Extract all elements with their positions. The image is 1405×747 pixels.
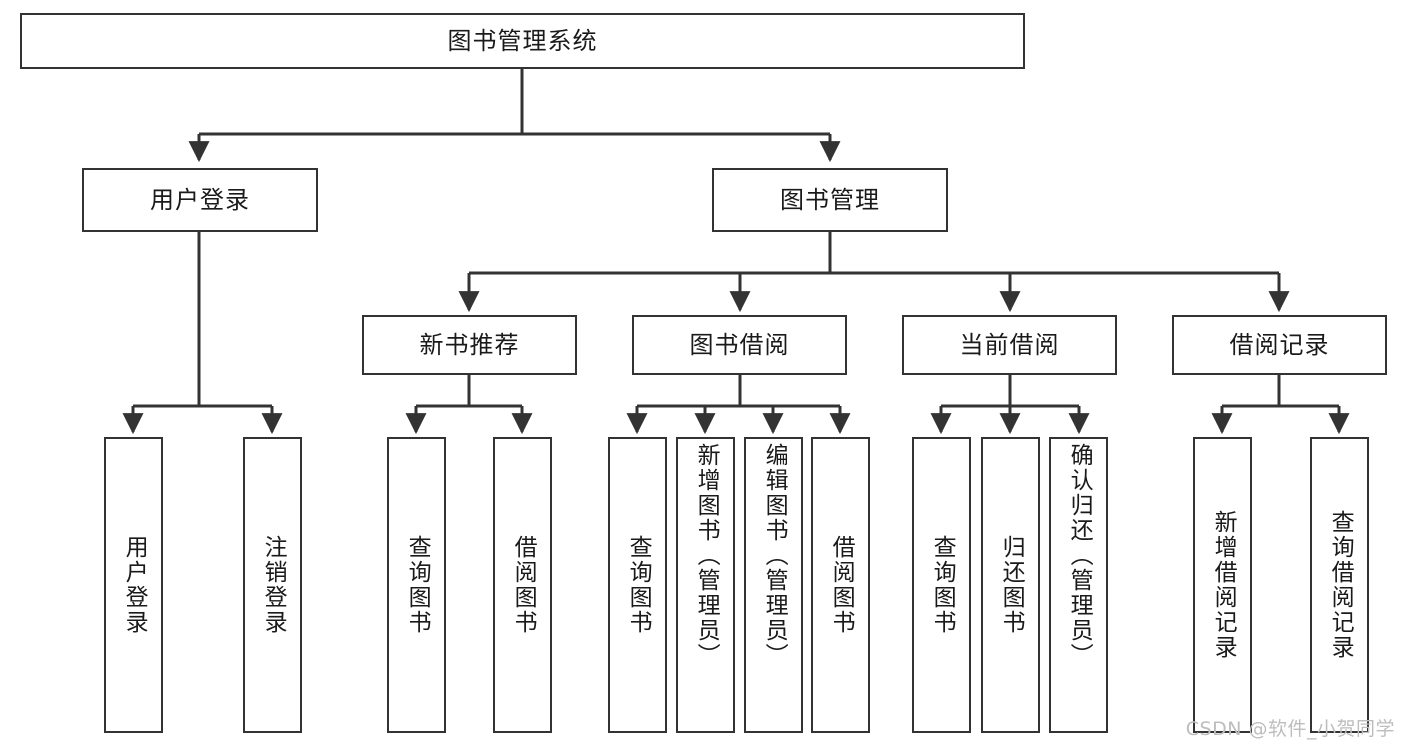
leaf-label: 借阅图书 xyxy=(828,535,855,635)
node-book-management-label: 图书管理 xyxy=(780,185,880,214)
leaf-user-login-login[interactable]: 用户登录 xyxy=(104,437,163,733)
node-root-label: 图书管理系统 xyxy=(447,26,598,55)
node-root[interactable]: 图书管理系统 xyxy=(20,13,1025,69)
leaf-current-borrow-confirm-return-admin[interactable]: 确认归还（管理员） xyxy=(1049,437,1108,733)
node-borrow-record[interactable]: 借阅记录 xyxy=(1172,315,1387,375)
node-user-login-label: 用户登录 xyxy=(150,185,250,214)
leaf-book-borrow-edit-book-admin[interactable]: 编辑图书（管理员） xyxy=(744,437,803,733)
leaf-book-borrow-add-book-admin[interactable]: 新增图书（管理员） xyxy=(676,437,735,733)
node-book-borrow-label: 图书借阅 xyxy=(689,330,790,359)
leaf-label: 新增图书（管理员） xyxy=(693,443,720,668)
leaf-label: 查询图书 xyxy=(625,535,652,635)
leaf-label: 借阅图书 xyxy=(510,535,537,635)
leaf-label: 用户登录 xyxy=(121,535,148,635)
node-book-management[interactable]: 图书管理 xyxy=(712,168,948,232)
node-current-borrow-label: 当前借阅 xyxy=(959,330,1060,359)
leaf-label: 归还图书 xyxy=(998,535,1025,635)
node-current-borrow[interactable]: 当前借阅 xyxy=(902,315,1117,375)
leaf-book-borrow-query-book[interactable]: 查询图书 xyxy=(608,437,667,733)
leaf-current-borrow-return-book[interactable]: 归还图书 xyxy=(981,437,1040,733)
node-new-book-recommend-label: 新书推荐 xyxy=(419,330,520,359)
leaf-label: 查询图书 xyxy=(929,535,956,635)
node-book-borrow[interactable]: 图书借阅 xyxy=(632,315,847,375)
leaf-label: 查询图书 xyxy=(404,535,431,635)
node-borrow-record-label: 借阅记录 xyxy=(1229,330,1330,359)
leaf-label: 确认归还（管理员） xyxy=(1066,443,1093,668)
leaf-label: 新增借阅记录 xyxy=(1210,510,1237,660)
leaf-new-book-query-book[interactable]: 查询图书 xyxy=(387,437,446,733)
leaf-book-borrow-borrow-book[interactable]: 借阅图书 xyxy=(811,437,870,733)
leaf-current-borrow-query-book[interactable]: 查询图书 xyxy=(912,437,971,733)
node-user-login[interactable]: 用户登录 xyxy=(82,168,318,232)
node-new-book-recommend[interactable]: 新书推荐 xyxy=(362,315,577,375)
leaf-label: 查询借阅记录 xyxy=(1327,510,1354,660)
leaf-new-book-borrow-book[interactable]: 借阅图书 xyxy=(493,437,552,733)
leaf-borrow-record-query-record[interactable]: 查询借阅记录 xyxy=(1310,437,1369,733)
leaf-user-login-logout[interactable]: 注销登录 xyxy=(243,437,302,733)
leaf-borrow-record-add-record[interactable]: 新增借阅记录 xyxy=(1193,437,1252,733)
leaf-label: 编辑图书（管理员） xyxy=(761,443,788,668)
csdn-watermark: CSDN @软件_小贺同学 xyxy=(1185,718,1395,740)
leaf-label: 注销登录 xyxy=(260,535,287,635)
